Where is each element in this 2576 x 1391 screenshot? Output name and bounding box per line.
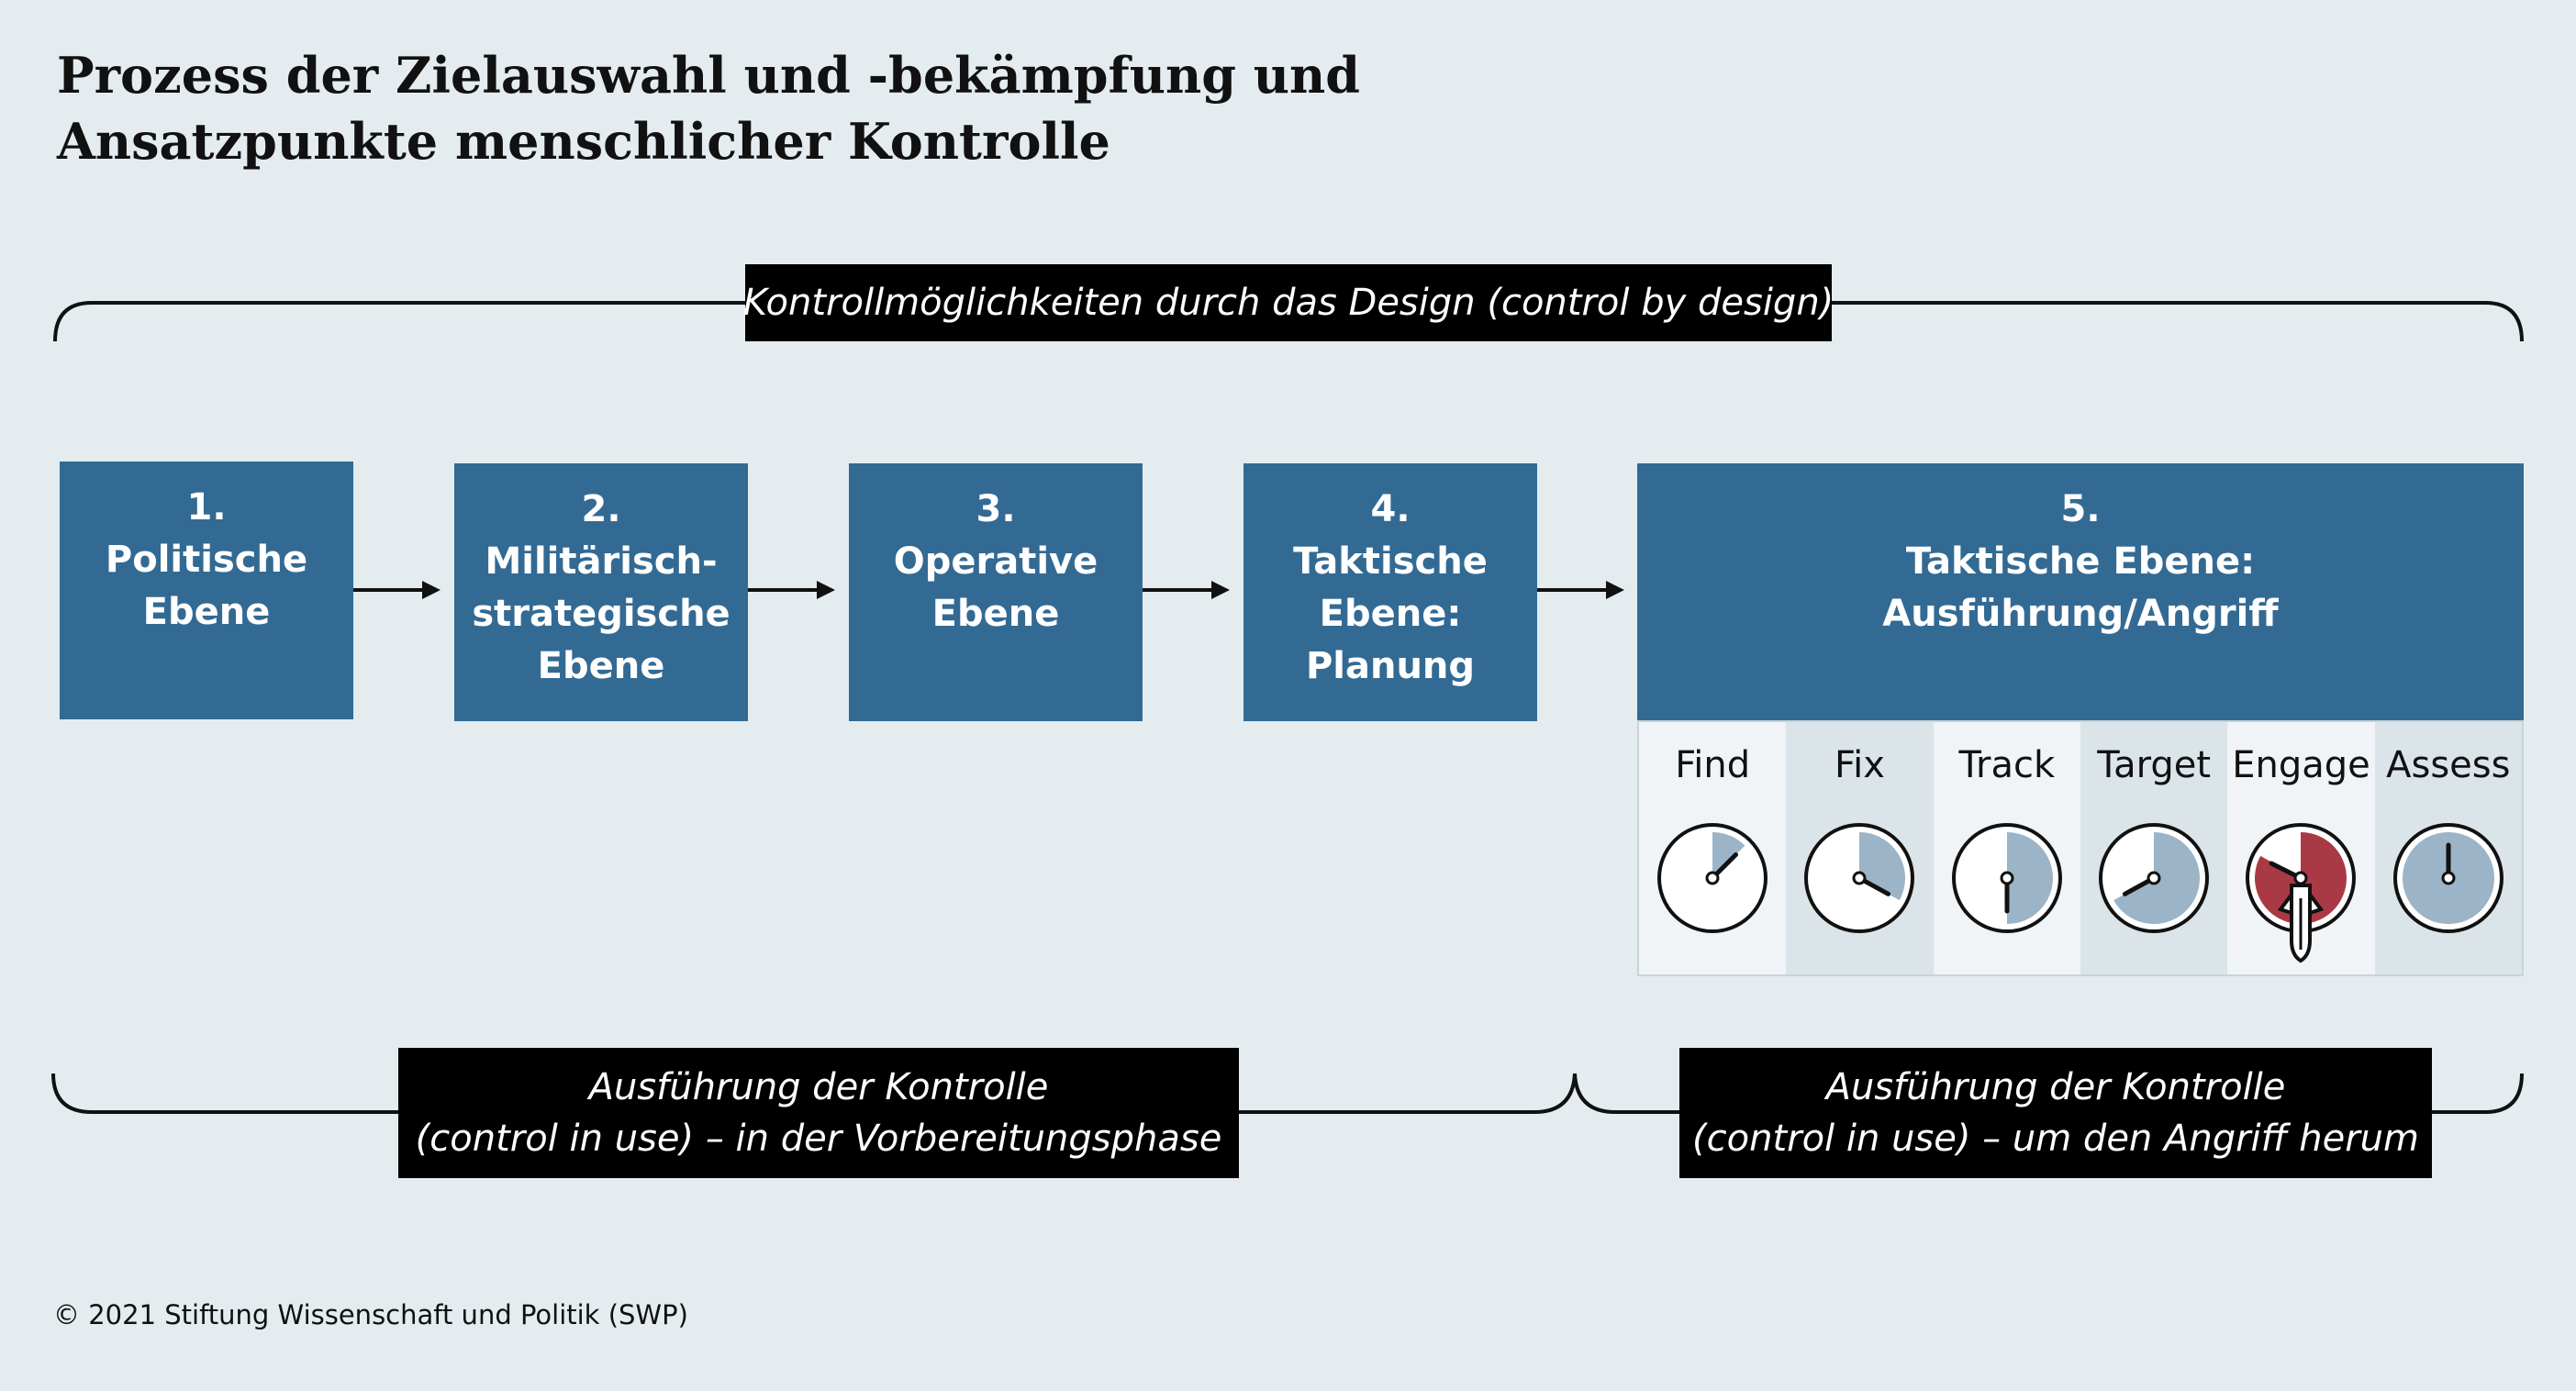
phase-target: Target [2080, 722, 2228, 974]
phase-fix: Fix [1786, 722, 1934, 974]
step-4-line-1: Taktische [1293, 540, 1488, 583]
attack-line-2: (control in use) – um den Angriff herum [1692, 1118, 2419, 1160]
phase-label: Target [2097, 744, 2212, 786]
step-1-number: 1. [186, 486, 227, 529]
control-by-design-label: Kontrollmöglichkeiten durch das Design (… [742, 264, 1834, 341]
missile-icon [2278, 884, 2325, 963]
step-2-number: 2. [581, 488, 621, 530]
phase-label: Engage [2232, 744, 2370, 786]
clock-center [2441, 871, 2456, 885]
step-4-line-3: Planung [1305, 645, 1476, 687]
clock-target-icon [2099, 823, 2210, 933]
preparation-line-2: (control in use) – in der Vorbereitungsp… [415, 1118, 1222, 1160]
clock-engage-icon [2246, 823, 2357, 963]
phase-label: Assess [2386, 744, 2511, 786]
phase-engage: Engage [2227, 722, 2375, 974]
phase-label: Find [1675, 744, 1751, 786]
step-2-box: 2. Militärisch- strategische Ebene [454, 463, 748, 721]
step-4-number: 4. [1370, 488, 1411, 530]
kill-chain-phases: Find Fix Track Target Engage Assess [1637, 720, 2524, 976]
clock-find-icon [1657, 823, 1768, 933]
step-1-line-1: Politische [105, 539, 308, 581]
copyright: © 2021 Stiftung Wissenschaft und Politik… [53, 1299, 688, 1330]
control-in-use-attack-label: Ausführung der Kontrolle (control in use… [1679, 1048, 2432, 1178]
clock-center [2293, 871, 2308, 885]
step-5-line-1: Taktische Ebene: [1905, 540, 2256, 583]
step-1-box: 1. Politische Ebene [60, 462, 353, 719]
clock-center [2147, 871, 2161, 885]
step-2-line-3: Ebene [537, 645, 665, 687]
step-2-line-2: strategische [472, 593, 730, 635]
step-3-number: 3. [976, 488, 1016, 530]
step-5-line-2: Ausführung/Angriff [1882, 593, 2279, 635]
title-line-1: Prozess der Zielauswahl und -bekämpfung … [57, 46, 1361, 105]
preparation-line-1: Ausführung der Kontrolle [588, 1066, 1049, 1108]
arrow-4-5 [1536, 581, 1624, 599]
step-3-line-2: Ebene [931, 593, 1060, 635]
clock-fill [1712, 832, 1745, 878]
clock-track-icon [1951, 823, 2062, 933]
step-5-number: 5. [2060, 488, 2101, 530]
phase-assess: Assess [2374, 722, 2522, 974]
arrow-2-3 [747, 581, 835, 599]
title-line-2: Ansatzpunkte menschlicher Kontrolle [57, 112, 1110, 171]
step-5-box: 5. Taktische Ebene: Ausführung/Angriff [1637, 463, 2524, 721]
phase-label: Track [1958, 744, 2056, 786]
step-4-line-2: Ebene: [1319, 593, 1462, 635]
step-3-box: 3. Operative Ebene [849, 463, 1143, 721]
step-2-line-1: Militärisch- [485, 540, 718, 583]
page-title: Prozess der Zielauswahl und -bekämpfung … [57, 42, 1525, 174]
phase-label: Fix [1834, 744, 1885, 786]
clock-center [2000, 871, 2014, 885]
control-in-use-preparation-label: Ausführung der Kontrolle (control in use… [398, 1048, 1239, 1178]
clock-assess-icon [2392, 823, 2504, 933]
phase-track: Track [1933, 722, 2080, 974]
phase-find: Find [1639, 722, 1787, 974]
step-4-box: 4. Taktische Ebene: Planung [1243, 463, 1537, 721]
step-1-line-2: Ebene [142, 591, 271, 633]
clock-fix-icon [1804, 823, 1915, 933]
step-3-line-1: Operative [893, 540, 1098, 583]
clock-center [1852, 871, 1867, 885]
clock-center [1705, 871, 1720, 885]
clock-fill [2006, 832, 2053, 924]
control-by-design-text: Kontrollmöglichkeiten durch das Design (… [742, 282, 1834, 324]
attack-line-1: Ausführung der Kontrolle [1825, 1066, 2286, 1108]
arrow-1-2 [352, 581, 440, 599]
arrow-3-4 [1142, 581, 1230, 599]
